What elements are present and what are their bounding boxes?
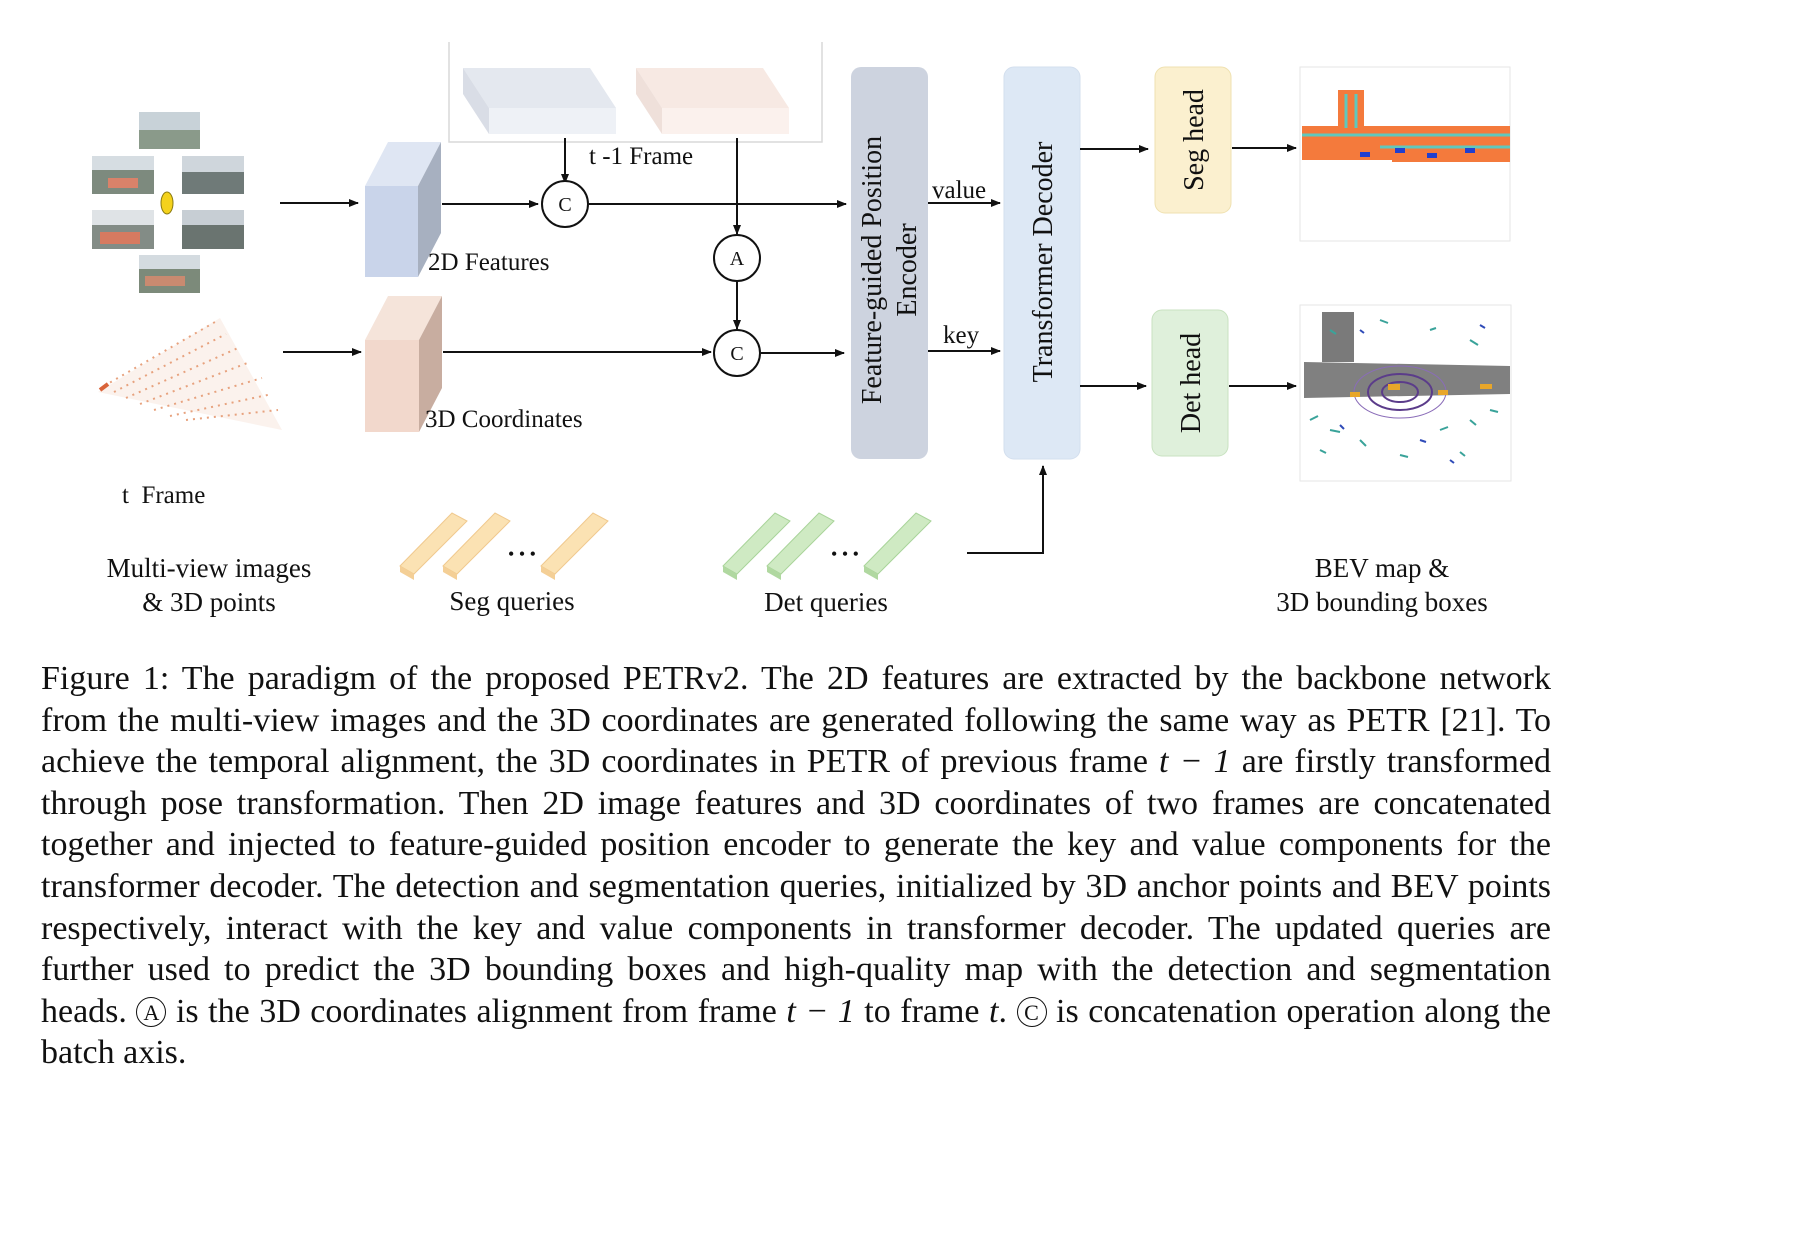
svg-text:Det head: Det head [1176, 333, 1207, 433]
seg-queries: • • • [399, 512, 609, 580]
svg-text:A: A [730, 248, 745, 270]
det-queries: • • • [722, 512, 932, 580]
multi-view-label-line1: Multi-view images [107, 553, 312, 583]
det-head-block: Det head [1151, 309, 1229, 457]
bev-label-line2: 3D bounding boxes [1276, 587, 1488, 617]
svg-text:C: C [730, 343, 743, 365]
svg-text:Encoder: Encoder [892, 223, 923, 317]
t-frame-label: t Frame [122, 482, 205, 509]
value-label: value [932, 177, 986, 204]
concat-node-top: C [541, 180, 589, 228]
svg-text:C: C [558, 194, 571, 216]
transformer-decoder-block: Transformer Decoder [1003, 66, 1081, 460]
points-3d [98, 318, 282, 430]
features-2d-label: 2D Features [428, 249, 550, 276]
architecture-figure: C A C Feature-guided Position Encoder va… [0, 0, 1568, 640]
key-label: key [943, 322, 980, 349]
multi-view-images [92, 112, 244, 293]
multi-view-label-line2: & 3D points [142, 587, 276, 617]
seg-head-block: Seg head [1154, 66, 1232, 214]
features-2d-block [365, 142, 441, 277]
coords-3d-block [365, 296, 442, 432]
concat-symbol-inline: C [1016, 996, 1047, 1027]
math-t-minus-1-second: t − 1 [786, 992, 855, 1030]
align-node: A [713, 234, 761, 282]
math-t-minus-1: t − 1 [1159, 743, 1231, 781]
svg-text:• • •: • • • [831, 544, 859, 564]
svg-text:Transformer Decoder: Transformer Decoder [1028, 141, 1059, 382]
svg-text:Seg head: Seg head [1179, 89, 1210, 191]
bev-seg-map [1299, 66, 1511, 242]
architecture-diagram: C A C Feature-guided Position Encoder va… [92, 42, 1512, 617]
seg-queries-label: Seg queries [449, 586, 574, 616]
bev-label-line1: BEV map & [1315, 553, 1450, 583]
prev-frame-box [448, 42, 823, 143]
math-t: t [989, 992, 999, 1030]
figure-caption: Figure 1: The paradigm of the proposed P… [41, 660, 1552, 1072]
prev-frame-label: t -1 Frame [589, 143, 693, 170]
concat-node-bottom: C [713, 329, 761, 377]
coords-3d-label: 3D Coordinates [425, 406, 583, 433]
det-queries-label: Det queries [764, 587, 888, 617]
svg-text:Feature-guided Position: Feature-guided Position [857, 136, 888, 404]
align-symbol-inline: A [136, 996, 167, 1027]
position-encoder-block: Feature-guided Position Encoder [851, 67, 928, 459]
svg-text:• • •: • • • [508, 544, 536, 564]
bev-det-map [1299, 304, 1512, 482]
